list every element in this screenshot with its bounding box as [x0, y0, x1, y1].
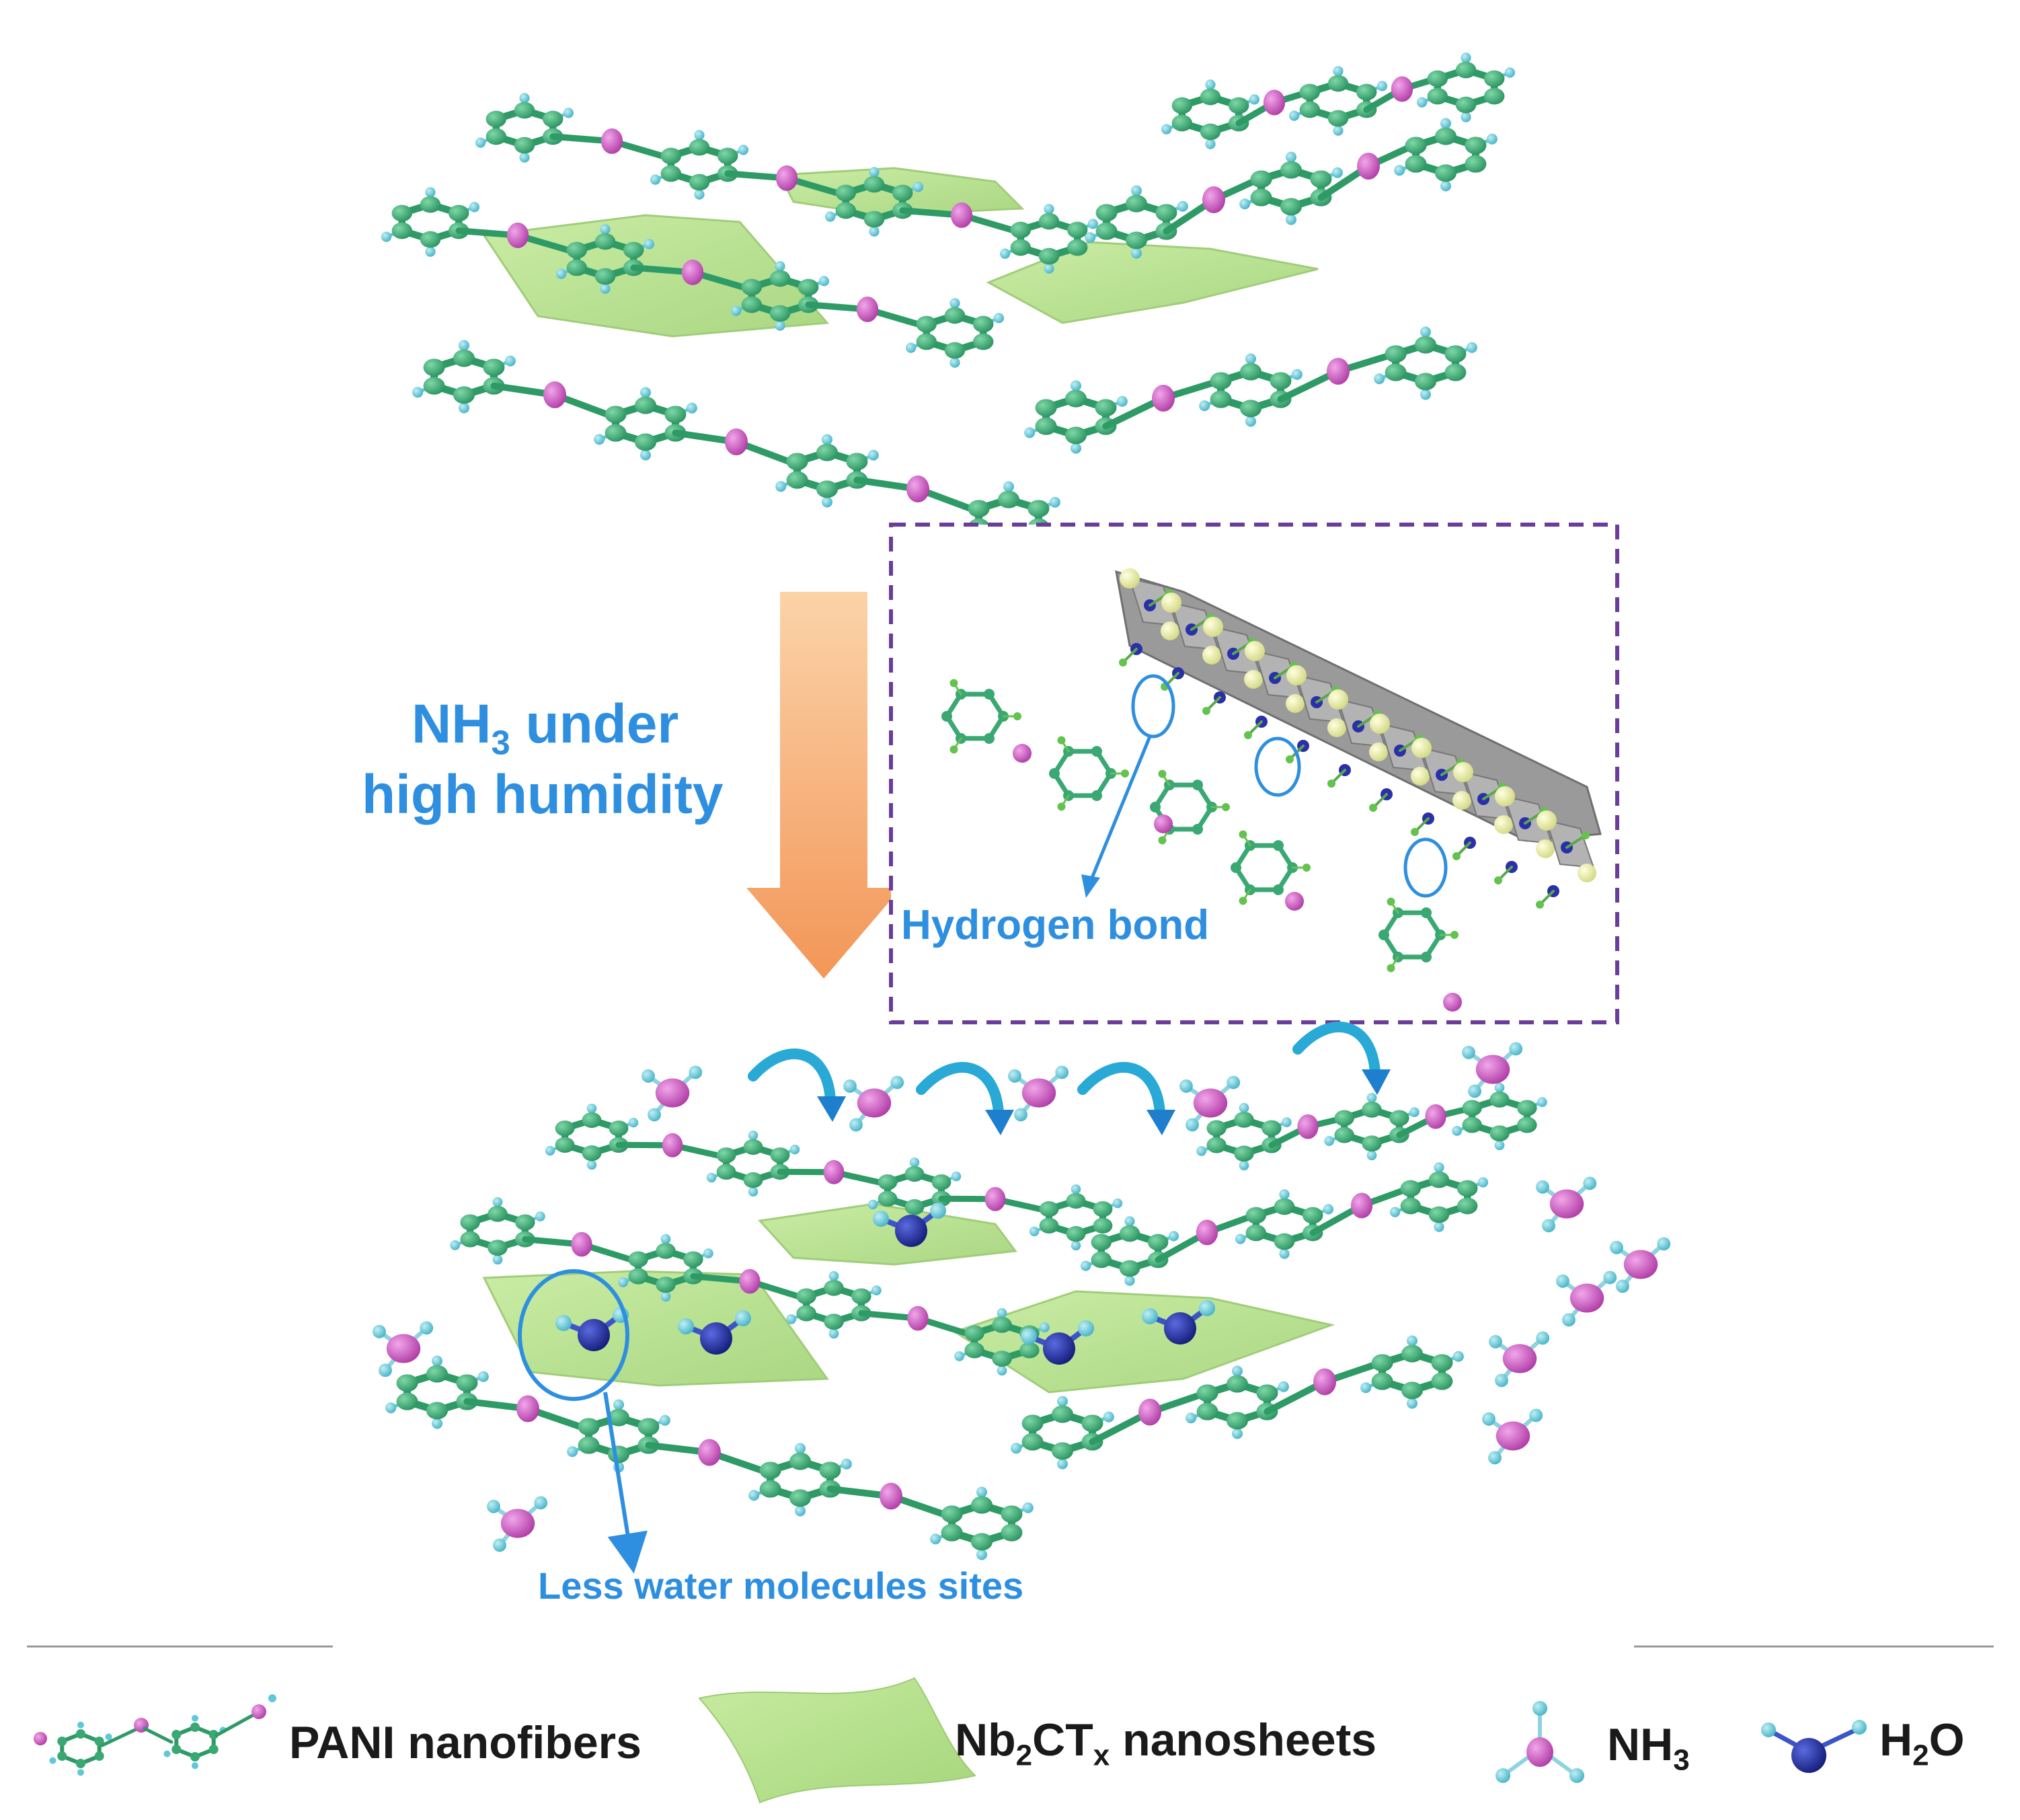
- h2o-molecule-icon: [1761, 1720, 1867, 1773]
- process-label-line1: NH3 under: [412, 693, 678, 762]
- legend-h2o-label: H2O: [1879, 1714, 1965, 1773]
- legend-sheet-label: Nb2CTx nanosheets: [955, 1714, 1376, 1773]
- nh3-molecule-icon: [1495, 1701, 1584, 1783]
- less-water-label: Less water molecules sites: [538, 1564, 1023, 1607]
- legend-pani-label: PANI nanofibers: [289, 1716, 642, 1769]
- hydrogen-bond-label: Hydrogen bond: [901, 901, 1209, 949]
- legend-nh3-label: NH3: [1607, 1718, 1690, 1778]
- pani-chain-icon: [34, 1694, 276, 1776]
- process-label-line2: high humidity: [362, 763, 723, 827]
- nanosheet-icon: [699, 1678, 975, 1803]
- down-arrow-icon: [746, 592, 901, 979]
